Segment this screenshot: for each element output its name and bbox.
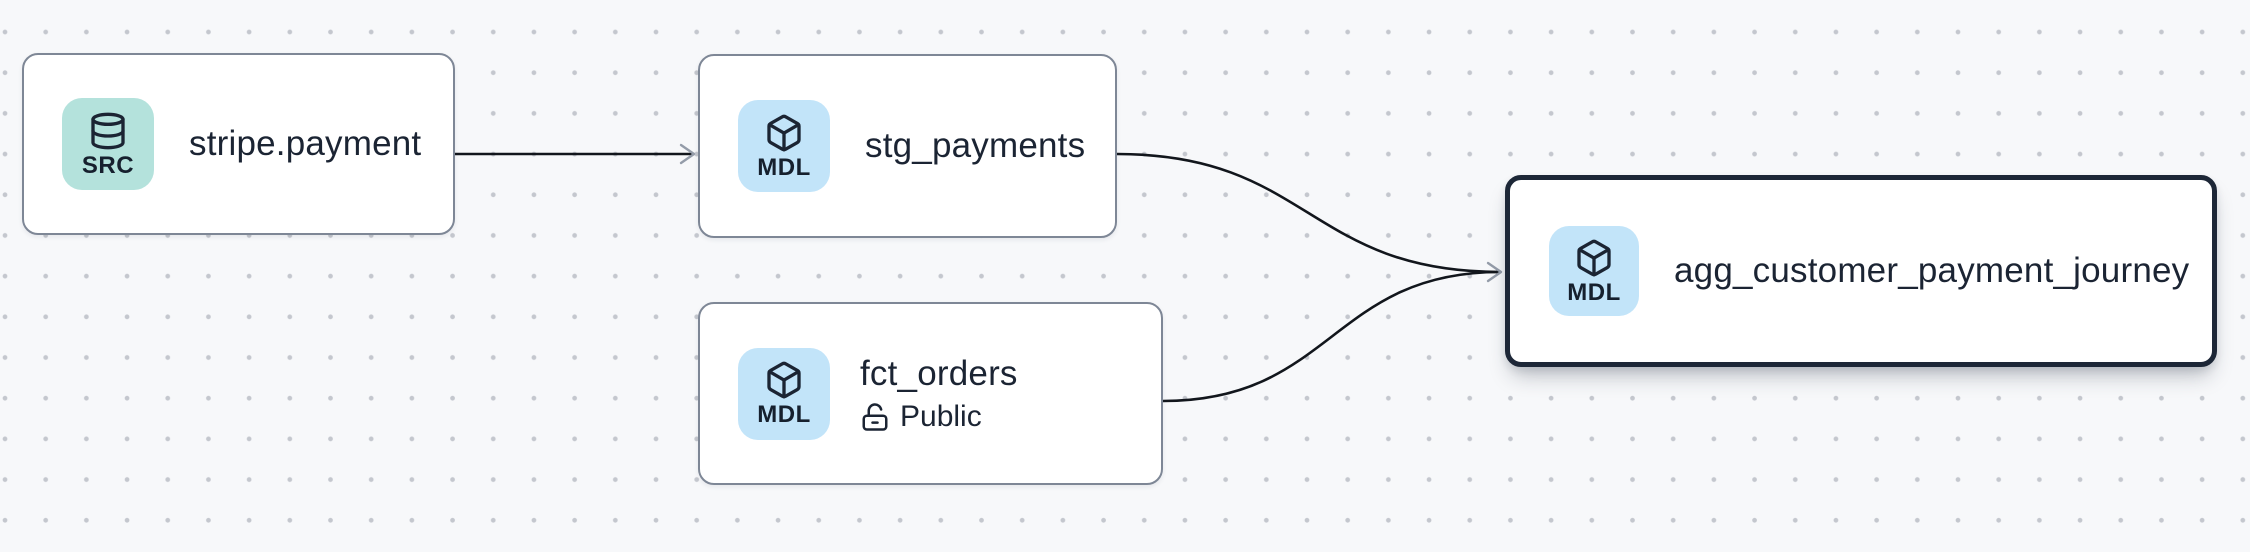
node-type-badge: MDL — [757, 401, 811, 428]
node-stripe-payment[interactable]: SRC stripe.payment — [22, 53, 455, 235]
edge-fct-orders-to-agg-customer-payment-journey — [1162, 270, 1501, 403]
model-badge-tile: MDL — [738, 100, 830, 192]
arrowhead-icon — [1486, 261, 1503, 283]
cube-icon — [1577, 239, 1611, 276]
model-badge-tile: MDL — [738, 347, 830, 440]
node-title: fct_orders — [860, 353, 1018, 393]
cube-icon — [767, 114, 801, 151]
source-badge-tile: SRC — [62, 98, 154, 190]
node-title: agg_customer_payment_journey — [1674, 250, 2190, 290]
node-type-badge: MDL — [757, 153, 811, 181]
access-label: Public — [900, 400, 982, 434]
node-title: stripe.payment — [189, 123, 422, 163]
node-fct-orders[interactable]: MDL fct_orders Public — [698, 302, 1163, 485]
node-agg-customer-payment-journey[interactable]: MDL agg_customer_payment_journey — [1505, 175, 2217, 367]
database-icon — [91, 112, 125, 149]
unlock-icon — [862, 403, 888, 431]
model-badge-tile: MDL — [1549, 226, 1639, 316]
node-title: stg_payments — [865, 125, 1086, 165]
edge-stg-payments-to-agg-customer-payment-journey — [1116, 152, 1501, 274]
arrowhead-icon — [679, 143, 696, 165]
access-row: Public — [860, 402, 1018, 432]
cube-icon — [767, 361, 801, 399]
node-type-badge: SRC — [81, 151, 135, 179]
node-type-badge: MDL — [1567, 278, 1621, 306]
node-stg-payments[interactable]: MDL stg_payments — [698, 54, 1117, 238]
